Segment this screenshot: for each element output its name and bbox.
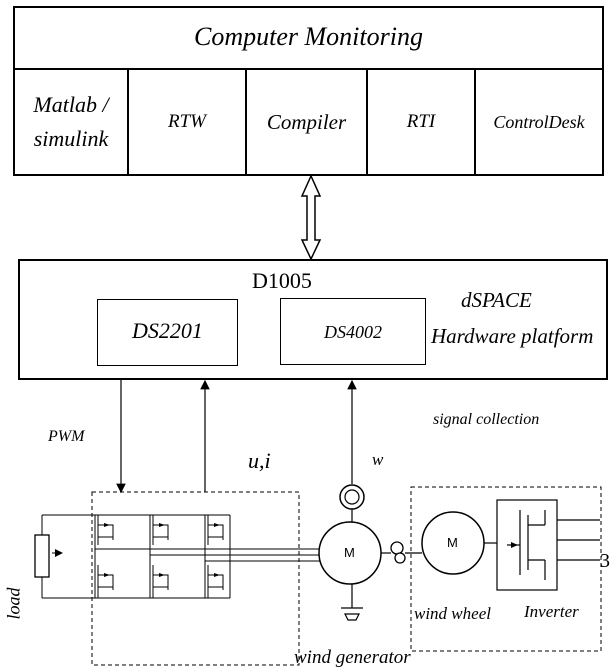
monitoring-divider	[13, 68, 604, 70]
ds2201-label: DS2201	[132, 318, 203, 343]
motor1-letter: M	[344, 545, 355, 560]
computer-monitoring-box	[13, 6, 604, 176]
switch-bridge	[94, 514, 320, 599]
inverter-label: Inverter	[524, 602, 579, 621]
cell-divider	[245, 70, 247, 174]
cell-matlab-line1: Matlab /	[33, 92, 109, 117]
dspace-hardware-box	[18, 259, 608, 380]
load-resistor	[34, 534, 50, 578]
ds4002-label: DS4002	[324, 322, 382, 342]
coupling	[390, 541, 404, 555]
inverter-symbol	[484, 499, 600, 591]
wind-generator-label: wind generator	[294, 647, 411, 668]
cell-rtw: RTW	[168, 111, 206, 132]
signal-collection-label: signal collection	[433, 411, 540, 428]
number-label: 3	[600, 550, 610, 572]
cell-matlab: Matlab / simulink	[15, 70, 127, 174]
cell-rti: RTI	[406, 111, 436, 132]
ds2201-box	[97, 299, 238, 366]
cell-matlab-line2: simulink	[33, 126, 109, 151]
ds4002-box	[280, 298, 426, 365]
cell-compiler: Compiler	[266, 109, 347, 134]
w-label: w	[372, 450, 384, 469]
board-label: D1005	[252, 268, 312, 293]
platform-line2: Hardware platform	[431, 324, 594, 348]
cell-divider	[366, 70, 368, 174]
cell-divider	[474, 70, 476, 174]
bidirectional-arrow	[300, 174, 322, 261]
wind-wheel-label: wind wheel	[414, 604, 491, 623]
pwm-label: PWM	[48, 428, 85, 445]
wind-dashed-box	[410, 486, 602, 652]
cell-divider	[127, 70, 129, 174]
motor2-letter: M	[447, 535, 458, 550]
monitoring-title: Computer Monitoring	[194, 22, 423, 51]
cell-controldesk: ControlDesk	[493, 111, 585, 132]
ui-label: u,i	[248, 448, 271, 473]
platform-line1: dSPACE	[461, 288, 532, 312]
converter-dashed-box	[91, 491, 300, 666]
